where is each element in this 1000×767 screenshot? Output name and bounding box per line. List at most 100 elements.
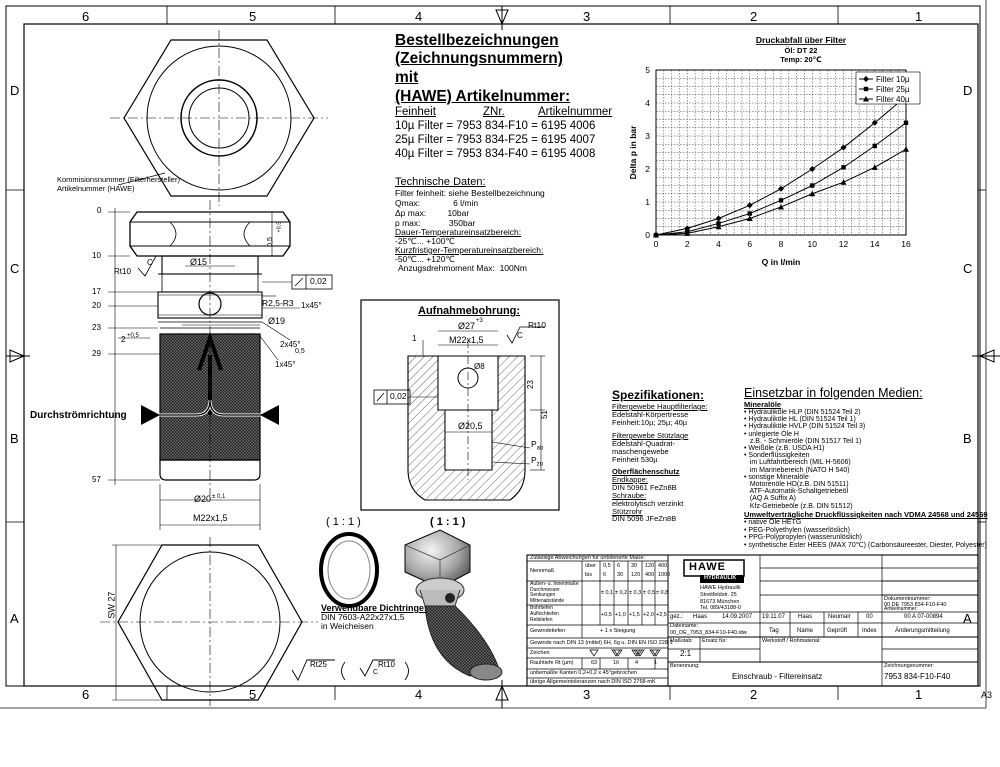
company-1: HAWE Hydraulik	[700, 585, 741, 591]
row-label-B: B	[10, 431, 19, 446]
media-h2: Umweltverträgliche Druckflüssigkeiten na…	[744, 510, 988, 519]
series-0-point	[746, 202, 753, 209]
chart-xtick-label: 0	[654, 239, 659, 249]
series-0-point	[809, 166, 816, 172]
media-item: • Hydrauliköle HLP (DIN 51524 Teil 2)	[744, 409, 861, 416]
two-label: 2	[121, 335, 126, 344]
col-label-2-bottom: 2	[750, 687, 758, 702]
chart-ytick-label: 2	[645, 164, 650, 174]
legend-marker-1	[863, 86, 869, 92]
row-label-A-right: A	[963, 611, 972, 626]
d15-label: Ø15	[190, 257, 208, 267]
chart-xtick-label: 16	[901, 239, 911, 249]
dim-29: 29	[92, 349, 101, 358]
tech-torque: Anzugsdrehmoment Max: 100Nm	[398, 263, 527, 273]
col-label-3: 3	[583, 9, 591, 24]
seal-title: Verwendbare Dichtringe:	[321, 603, 428, 613]
tech-kurz-value: -50℃... +120℃	[395, 254, 455, 264]
chart-xtick-label: 2	[685, 239, 690, 249]
aufnahme-c: C	[517, 331, 523, 340]
col-label-5-bottom: 5	[249, 687, 257, 702]
chart-subtitle-oil: Öl: DT 22	[785, 46, 818, 55]
tb-col-bottom: 400	[645, 572, 655, 578]
dim-17: 17	[92, 287, 101, 296]
tb-rauh-value: 4	[635, 660, 639, 666]
col-label-1-bottom: 1	[915, 687, 923, 702]
media-item: • Sonderflüssigkeiten	[744, 452, 810, 460]
tb-zeich-label: Zeichnungsnummer:	[884, 663, 935, 669]
scale-seal: ( 1 : 1 )	[326, 516, 361, 528]
tb-index: Index	[862, 628, 877, 634]
spec-l1-0: Edelstahl-Körpertresse	[612, 410, 689, 419]
tb-col-bottom: 6	[603, 572, 607, 578]
series-0-point	[715, 215, 722, 222]
tb-kanten: unbemaßte Kanten 0,2+0,2 x 45°gebrochen	[530, 670, 637, 676]
aufnahme-d27-tol: +3	[476, 318, 483, 324]
order-row-40: 40µ Filter = 7953 834-F40 = 6195 4008	[395, 148, 596, 160]
dim-05-tol: +0,5	[276, 221, 283, 233]
media-item: im Luftfahrtbereich (MIL H-5606)	[744, 459, 851, 467]
tech-line-4: p max: 350bar	[395, 218, 476, 228]
tb-rauh-value: 1	[654, 660, 658, 666]
series-2-point	[903, 146, 909, 152]
flow-direction-label: Durchströmrichtung	[30, 410, 127, 421]
tolerance-value: 0,02	[310, 276, 327, 286]
dim-57: 57	[92, 475, 101, 484]
legend-label-0: Filter 10µ	[876, 75, 910, 84]
series-2-point	[715, 223, 722, 230]
spec-h5: Schraube:	[612, 491, 647, 500]
chart-ytick-label: 3	[645, 131, 650, 141]
col-label-4-bottom: 4	[415, 687, 423, 702]
chart-ytick-label: 0	[645, 230, 650, 240]
side-view	[108, 200, 333, 530]
aufnahme-d205: Ø20,5	[458, 421, 483, 431]
media-h1: Mineralöle	[744, 400, 782, 409]
chamfer-2-val: 0,5	[295, 348, 305, 355]
title-block	[526, 554, 979, 687]
hawe-logo	[683, 559, 745, 583]
series-0-point	[840, 144, 847, 151]
tb-rev-idx: 00	[866, 614, 873, 620]
hawe-logo-sub: HYDRAULIK	[704, 575, 737, 581]
tb-r2-label: Reibtiefen	[530, 617, 553, 623]
filter-3d-render	[404, 529, 503, 681]
media-item: Kfz-Getriebeöle (z.B. DIN 51512)	[744, 502, 853, 510]
tb-col-bottom: 120	[631, 572, 641, 578]
tech-dauer-label: Dauer-Temperatureinsatzbereich:	[395, 227, 522, 237]
tb-ueber: über	[585, 563, 597, 569]
inner-frame	[23, 23, 979, 687]
media-item: • Hydrauliköle HL (DIN 51524 Teil 1)	[744, 416, 856, 424]
row-label-C: C	[10, 261, 20, 276]
company-3: 81673 München	[700, 599, 740, 605]
chart-xlabel: Q in l/min	[762, 257, 801, 267]
col-label-2: 2	[750, 9, 758, 24]
order-title-4: (HAWE) Artikelnummer:	[395, 88, 571, 105]
aufnahme-51: 51	[539, 410, 549, 420]
d19-label: Ø19	[268, 316, 286, 326]
aufnahme-rt10: Rt10	[528, 320, 546, 330]
chart-ytick-label: 4	[645, 98, 650, 108]
tb-gez: gez.:	[670, 614, 684, 620]
tb-tag: Tag	[769, 628, 779, 634]
spec-l5: elektrolytisch verzinkt	[612, 499, 684, 508]
chart-xtick-label: 10	[808, 239, 818, 249]
tb-zeich: 7953 834-F10-F40	[884, 672, 951, 681]
seal-line-2: in Weicheisen	[321, 621, 374, 631]
tb-r1-label: Senkungen	[530, 592, 556, 598]
media-item: im Marinebereich (NATO H 540)	[744, 466, 850, 474]
hawe-logo-text: HAWE	[689, 561, 726, 573]
c-label: C	[147, 258, 153, 267]
chart-title: Druckabfall über Filter	[756, 35, 847, 45]
tb-benennung-label: Benennung:	[670, 663, 700, 669]
rt10-label: Rt10	[114, 267, 131, 276]
tb-r1-label: Mittenabstände	[530, 597, 565, 604]
tb-name: Name	[797, 628, 814, 634]
radius-label: R2,5-R3	[262, 298, 294, 308]
col-label-6: 6	[82, 9, 90, 24]
legend-marker-2	[863, 96, 869, 102]
aufnahme-title: Aufnahmebohrung:	[418, 305, 521, 317]
tb-gew-label: Gewindetiefen	[530, 628, 566, 634]
media-item: • sonstige Mineralöle	[744, 473, 809, 481]
media-item: • Hydrauliköle HVLP (DIN 51524 Teil 3)	[744, 423, 866, 431]
series-1-point	[747, 211, 752, 216]
